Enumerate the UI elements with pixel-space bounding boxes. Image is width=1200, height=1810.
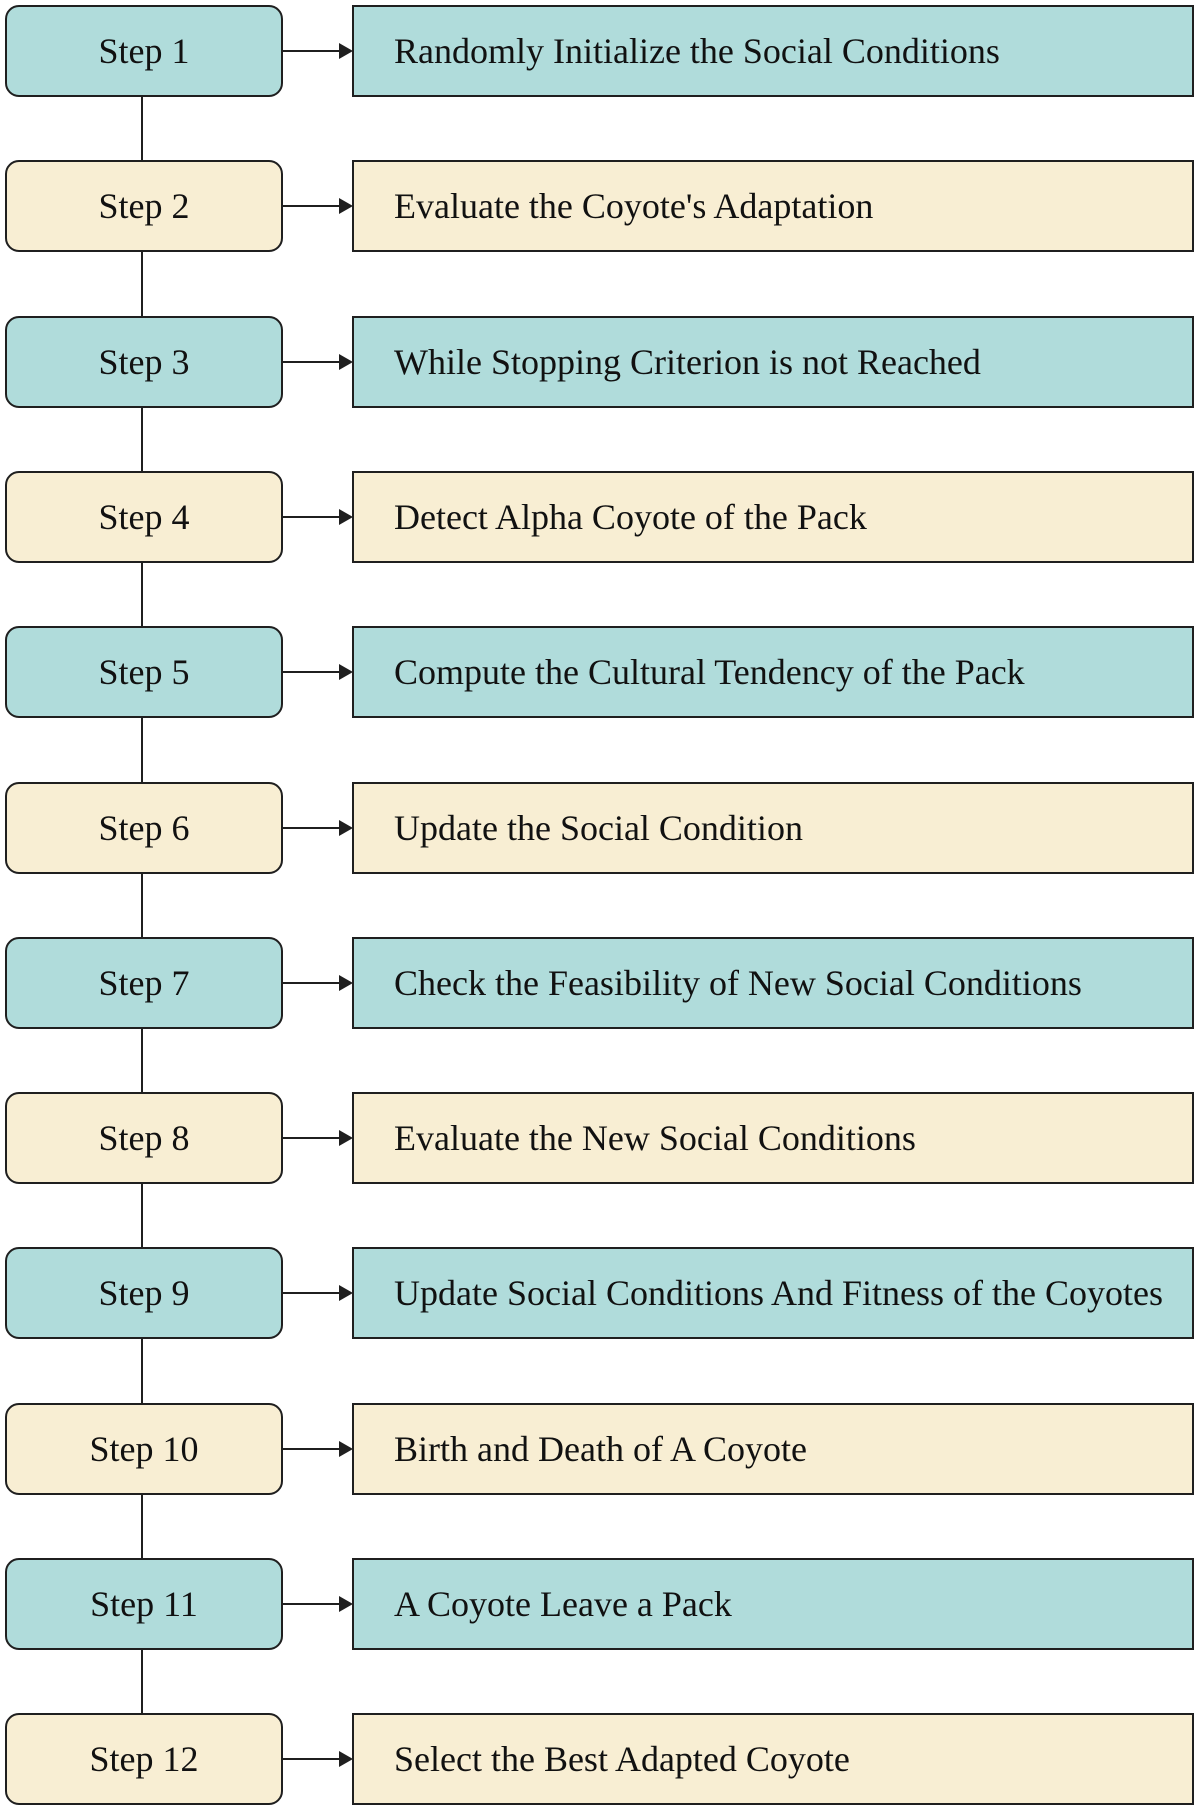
step-description: Check the Feasibility of New Social Cond… (394, 963, 1082, 1003)
step-description-box: Select the Best Adapted Coyote (352, 1713, 1194, 1805)
step-description-box: Randomly Initialize the Social Condition… (352, 5, 1194, 97)
step-connector-line (141, 1339, 143, 1403)
step-label-box: Step 5 (5, 626, 283, 718)
step-description-box: Update Social Conditions And Fitness of … (352, 1247, 1194, 1339)
right-arrow-icon (281, 509, 353, 525)
step-label: Step 7 (98, 963, 190, 1003)
step-description: Evaluate the Coyote's Adaptation (394, 186, 874, 226)
flow-row: Step 4 Detect Alpha Coyote of the Pack (0, 471, 1200, 563)
step-connector-line (141, 97, 143, 161)
step-label-box: Step 1 (5, 5, 283, 97)
step-description-box: Evaluate the New Social Conditions (352, 1092, 1194, 1184)
step-description-box: Check the Feasibility of New Social Cond… (352, 937, 1194, 1029)
step-label-box: Step 6 (5, 782, 283, 874)
step-description-box: A Coyote Leave a Pack (352, 1558, 1194, 1650)
step-label-box: Step 2 (5, 160, 283, 252)
right-arrow-icon (281, 1441, 353, 1457)
step-description-box: Birth and Death of A Coyote (352, 1403, 1194, 1495)
flow-row: Step 3 While Stopping Criterion is not Re… (0, 316, 1200, 408)
right-arrow-icon (281, 43, 353, 59)
step-description-box: While Stopping Criterion is not Reached (352, 316, 1194, 408)
step-connector-line (141, 1495, 143, 1559)
step-label-box: Step 12 (5, 1713, 283, 1805)
step-label-box: Step 10 (5, 1403, 283, 1495)
right-arrow-icon (281, 975, 353, 991)
step-connector-line (141, 874, 143, 938)
flow-row: Step 12 Select the Best Adapted Coyote (0, 1713, 1200, 1805)
step-description-box: Update the Social Condition (352, 782, 1194, 874)
flow-row: Step 5 Compute the Cultural Tendency of t… (0, 626, 1200, 718)
step-connector-line (141, 563, 143, 627)
step-label: Step 5 (98, 652, 190, 692)
step-label: Step 11 (90, 1584, 198, 1624)
right-arrow-icon (281, 820, 353, 836)
flow-row: Step 7 Check the Feasibility of New Socia… (0, 937, 1200, 1029)
step-connector-line (141, 1184, 143, 1248)
step-label: Step 1 (98, 31, 190, 71)
flow-row: Step 1 Randomly Initialize the Social Con… (0, 5, 1200, 97)
step-connector-line (141, 408, 143, 472)
step-label-box: Step 4 (5, 471, 283, 563)
flow-row: Step 6 Update the Social Condition (0, 782, 1200, 874)
flow-row: Step 8 Evaluate the New Social Conditions (0, 1092, 1200, 1184)
step-description: Randomly Initialize the Social Condition… (394, 31, 1000, 71)
step-connector-line (141, 718, 143, 782)
step-connector-line (141, 252, 143, 316)
step-label: Step 10 (89, 1429, 199, 1469)
step-label-box: Step 8 (5, 1092, 283, 1184)
step-description-box: Detect Alpha Coyote of the Pack (352, 471, 1194, 563)
right-arrow-icon (281, 1285, 353, 1301)
step-label: Step 3 (98, 342, 190, 382)
step-label-box: Step 3 (5, 316, 283, 408)
step-label: Step 12 (89, 1739, 199, 1779)
flow-row: Step 2 Evaluate the Coyote's Adaptation (0, 160, 1200, 252)
step-label: Step 6 (98, 808, 190, 848)
right-arrow-icon (281, 1751, 353, 1767)
step-label-box: Step 9 (5, 1247, 283, 1339)
right-arrow-icon (281, 1130, 353, 1146)
step-label-box: Step 7 (5, 937, 283, 1029)
step-description: Update Social Conditions And Fitness of … (394, 1273, 1163, 1313)
flow-row: Step 10 Birth and Death of A Coyote (0, 1403, 1200, 1495)
right-arrow-icon (281, 1596, 353, 1612)
step-description: While Stopping Criterion is not Reached (394, 342, 981, 382)
step-label: Step 4 (98, 497, 190, 537)
right-arrow-icon (281, 354, 353, 370)
step-label-box: Step 11 (5, 1558, 283, 1650)
right-arrow-icon (281, 664, 353, 680)
flow-row: Step 11 A Coyote Leave a Pack (0, 1558, 1200, 1650)
step-description: A Coyote Leave a Pack (394, 1584, 732, 1624)
step-description: Compute the Cultural Tendency of the Pac… (394, 652, 1025, 692)
step-connector-line (141, 1650, 143, 1714)
right-arrow-icon (281, 198, 353, 214)
step-description: Detect Alpha Coyote of the Pack (394, 497, 867, 537)
flow-row: Step 9 Update Social Conditions And Fitne… (0, 1247, 1200, 1339)
step-connector-line (141, 1029, 143, 1093)
step-description: Birth and Death of A Coyote (394, 1429, 807, 1469)
step-description: Update the Social Condition (394, 808, 803, 848)
step-label: Step 2 (98, 186, 190, 226)
step-description: Select the Best Adapted Coyote (394, 1739, 850, 1779)
step-label: Step 9 (98, 1273, 190, 1313)
step-description-box: Evaluate the Coyote's Adaptation (352, 160, 1194, 252)
step-description-box: Compute the Cultural Tendency of the Pac… (352, 626, 1194, 718)
step-description: Evaluate the New Social Conditions (394, 1118, 916, 1158)
step-label: Step 8 (98, 1118, 190, 1158)
